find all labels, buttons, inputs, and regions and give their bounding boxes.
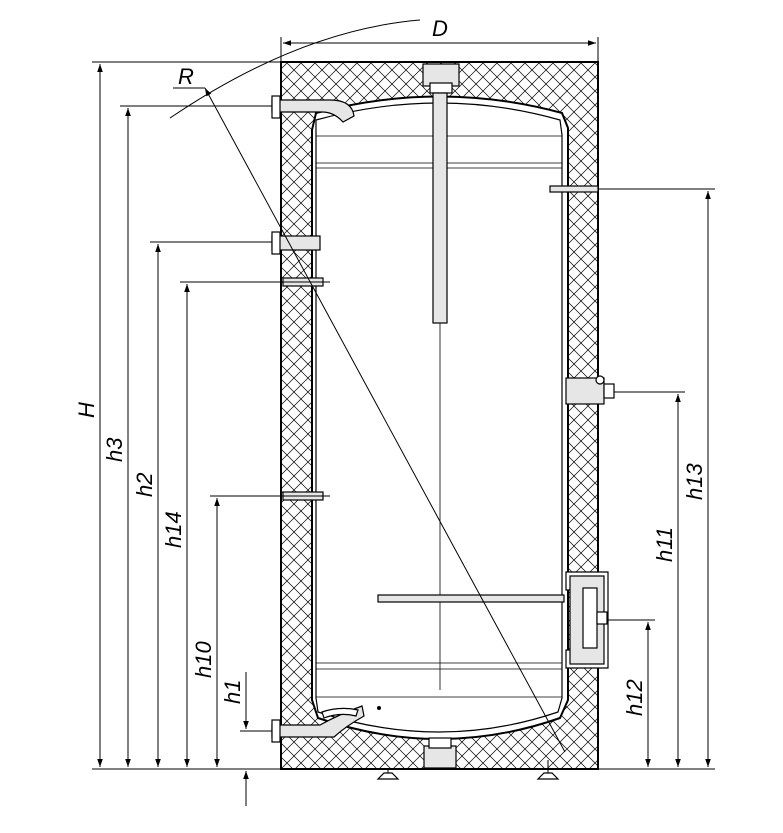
circulation-flange: [271, 231, 281, 255]
inlet-flange: [271, 719, 281, 743]
right-dimensions: h13 h11 h12: [598, 188, 715, 767]
cold-water-inlet: [271, 705, 381, 743]
label-h1: h1: [220, 680, 245, 704]
heating-element: [377, 571, 609, 669]
outlet-flange: [271, 95, 281, 119]
heater-rod: [377, 594, 565, 603]
dim-D: D: [280, 16, 599, 62]
label-R: R: [178, 64, 194, 89]
left-dimensions: H h3 h2 h14 h10 h1: [74, 61, 715, 806]
inlet-pipe: [271, 705, 365, 738]
anode-body: [432, 92, 448, 324]
thermometer-sleeve: [549, 185, 599, 193]
tank-shell: [315, 102, 563, 733]
anode-rod: [422, 63, 460, 690]
thermostat-cap: [603, 383, 615, 399]
label-h2: h2: [132, 473, 157, 497]
heater-terminal: [596, 611, 608, 625]
label-D: D: [432, 16, 448, 41]
hot-water-outlet: [271, 95, 355, 123]
thermostat-knob: [595, 375, 605, 385]
drain-plug: [423, 745, 457, 769]
outlet-pipe: [271, 99, 355, 123]
foot-left: [376, 772, 400, 780]
label-h11: h11: [652, 527, 677, 562]
drain-nut: [428, 737, 452, 749]
label-h3: h3: [102, 437, 127, 462]
radius-line: [204, 87, 566, 753]
radius-construction: R: [169, 19, 566, 753]
label-h10: h10: [191, 641, 216, 678]
label-h12: h12: [622, 679, 647, 716]
heater-cover: [582, 587, 598, 649]
label-h13: h13: [682, 463, 707, 500]
foot-right: [536, 772, 560, 780]
base: [376, 737, 560, 780]
inlet-deflector: [321, 707, 359, 719]
label-H: H: [74, 402, 99, 418]
radius-arc: [169, 19, 421, 119]
right-connections: [549, 185, 615, 405]
anode-nut: [429, 82, 453, 94]
label-h14: h14: [161, 511, 186, 548]
